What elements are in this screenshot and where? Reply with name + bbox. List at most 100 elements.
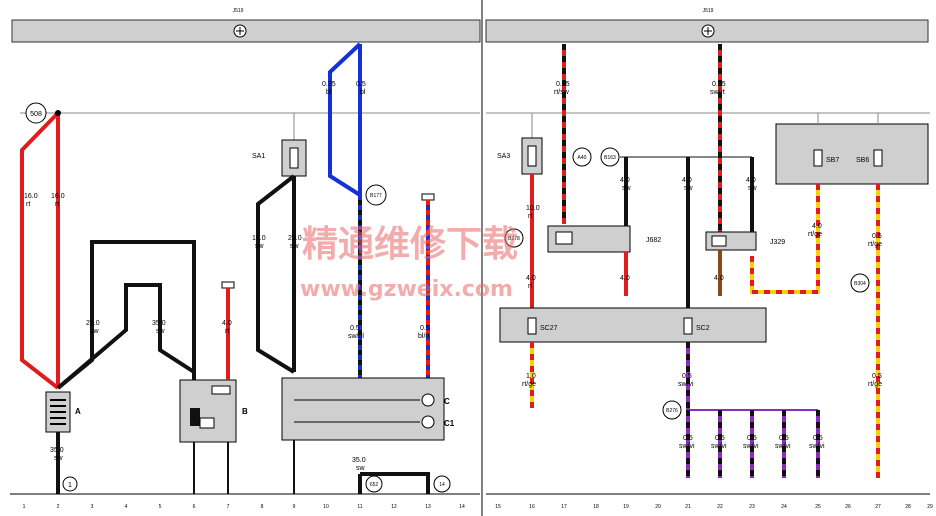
column-number: 16 [529, 504, 535, 510]
svg-text:16.0: 16.0 [51, 193, 65, 200]
svg-text:A40: A40 [578, 155, 587, 161]
fuse-block-SC [499, 307, 767, 343]
svg-text:C: C [444, 397, 450, 406]
svg-text:bl: bl [360, 89, 366, 96]
wire-color: sw/vi [743, 443, 759, 450]
battery-A: A [45, 391, 81, 433]
svg-text:35.0: 35.0 [152, 320, 166, 327]
fuse-SC27: SC27 [527, 317, 558, 335]
fuse-block-SB [775, 123, 929, 185]
svg-text:B278: B278 [508, 236, 520, 242]
svg-text:sw/bl: sw/bl [348, 333, 364, 340]
page-title-left: J519 [233, 8, 244, 14]
watermark-text: 精通维修下载 [302, 224, 518, 265]
column-number: 18 [593, 504, 599, 510]
svg-text:SA1: SA1 [252, 153, 265, 160]
column-number: 3 [91, 504, 94, 510]
fuse-SB7: SB7 [813, 149, 839, 167]
svg-text:1: 1 [68, 482, 72, 489]
svg-text:0.35: 0.35 [556, 81, 570, 88]
svg-text:sw/rt: sw/rt [710, 89, 725, 96]
relay-J682: J682 [547, 225, 661, 253]
column-number: 17 [561, 504, 567, 510]
svg-text:16.0: 16.0 [252, 235, 266, 242]
svg-text:0.5: 0.5 [420, 325, 430, 332]
wire-color: sw/vi [775, 443, 791, 450]
wire-color: sw/vi [679, 443, 695, 450]
svg-text:sw: sw [748, 185, 758, 192]
wire-red [20, 111, 60, 390]
fuse-SC2: SC2 [683, 317, 710, 335]
column-number: 22 [717, 504, 723, 510]
svg-text:0.35: 0.35 [322, 81, 336, 88]
svg-text:0.35: 0.35 [712, 81, 726, 88]
wire-black [256, 174, 296, 374]
svg-text:SA3: SA3 [497, 153, 510, 160]
column-number: 12 [391, 504, 397, 510]
node-B304: B304 [850, 273, 870, 293]
fuse-SA3: SA3 [497, 137, 543, 175]
svg-text:sw: sw [255, 243, 265, 250]
svg-text:652: 652 [370, 482, 379, 488]
starter-B: B [179, 379, 248, 443]
svg-text:SB7: SB7 [826, 157, 839, 164]
svg-text:sw/vi: sw/vi [678, 381, 694, 388]
wire-black [360, 472, 430, 494]
node-B278: B278 [504, 228, 524, 248]
svg-text:sw: sw [684, 185, 694, 192]
svg-text:B163: B163 [604, 155, 616, 161]
svg-text:1.0: 1.0 [526, 373, 536, 380]
svg-text:4.0: 4.0 [812, 223, 822, 230]
column-number: 27 [875, 504, 881, 510]
column-number: 4 [125, 504, 128, 510]
fuse-SB6: SB6 [856, 149, 883, 167]
svg-text:0.5: 0.5 [350, 325, 360, 332]
column-number: 25 [815, 504, 821, 510]
svg-text:sw: sw [356, 465, 366, 472]
node-B177: B177 [365, 184, 387, 206]
svg-text:B304: B304 [854, 281, 866, 287]
svg-text:bl/rt: bl/rt [418, 333, 430, 340]
relay-J329: J329 [705, 231, 785, 251]
svg-text:B177: B177 [370, 193, 382, 199]
svg-text:0.5: 0.5 [872, 373, 882, 380]
svg-text:25.0: 25.0 [86, 320, 100, 327]
wire-gauge: 0.5 [779, 435, 789, 442]
svg-text:25.0: 25.0 [288, 235, 302, 242]
svg-text:C1: C1 [444, 419, 455, 428]
page-title-right: J519 [703, 8, 714, 14]
svg-text:0.5: 0.5 [356, 81, 366, 88]
ground-symbol-icon [233, 24, 247, 38]
svg-text:rt: rt [55, 201, 59, 208]
svg-text:rt/ge: rt/ge [868, 381, 882, 388]
column-number: 8 [261, 504, 264, 510]
svg-text:SC27: SC27 [540, 325, 558, 332]
connector [421, 193, 435, 201]
column-number: 24 [781, 504, 787, 510]
wire-black [56, 283, 196, 390]
wire-gauge: 0.5 [813, 435, 823, 442]
svg-text:4.0: 4.0 [746, 177, 756, 184]
column-number: 15 [495, 504, 501, 510]
svg-text:4.0: 4.0 [620, 275, 630, 282]
svg-text:35.0: 35.0 [352, 457, 366, 464]
ground-symbol-icon [701, 24, 715, 38]
node-508: 508 [25, 102, 47, 124]
fuse-SA1: SA1 [252, 139, 307, 177]
svg-text:35.0: 35.0 [50, 447, 64, 454]
svg-text:B: B [242, 407, 248, 416]
svg-text:16.0: 16.0 [24, 193, 38, 200]
svg-text:rt: rt [225, 328, 229, 335]
column-number: 11 [357, 504, 362, 510]
wire-blue [328, 42, 362, 197]
junction-dot [55, 110, 61, 116]
wire-color: sw/vi [711, 443, 727, 450]
node-14: 14 [433, 475, 451, 493]
column-number: 10 [323, 504, 329, 510]
svg-text:sw: sw [622, 185, 632, 192]
svg-text:14: 14 [439, 482, 445, 488]
svg-text:bl: bl [326, 89, 332, 96]
svg-text:J682: J682 [646, 237, 661, 244]
